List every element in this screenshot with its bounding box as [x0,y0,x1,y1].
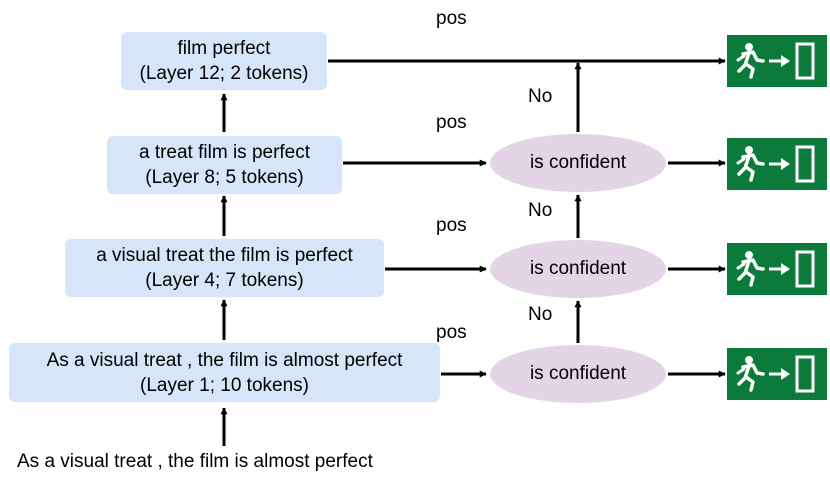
layer-box-1: As a visual treat , the film is almost p… [9,343,440,402]
emergency-exit-icon [727,138,827,190]
layer-box-8: a treat film is perfect (Layer 8; 5 toke… [107,136,342,194]
confidence-node-layer8: is confident [490,134,666,192]
no-label-bottom: No [528,304,553,325]
confidence-label: is confident [529,363,627,384]
layer-1-info: (Layer 1; 10 tokens) [140,374,309,396]
layer-box-12: film perfect (Layer 12; 2 tokens) [121,32,327,90]
pos-label-layer12: pos [436,8,467,29]
layer-8-text: a treat film is perfect [138,142,311,163]
emergency-exit-icon [727,243,827,295]
pos-label-layer8: pos [436,112,467,133]
no-label-top: No [528,86,553,107]
emergency-exit-icon [727,35,827,87]
layer-8-info: (Layer 8; 5 tokens) [145,167,304,188]
layer-1-text: As a visual treat , the film is almost p… [46,349,403,371]
confidence-label: is confident [529,152,627,173]
pos-label-layer1: pos [436,322,467,343]
input-text: As a visual treat , the film is almost p… [17,451,373,472]
confidence-node-layer4: is confident [490,240,666,298]
layer-4-text: a visual treat the film is perfect [96,245,353,266]
emergency-exit-icon [727,348,827,400]
layer-box-4: a visual treat the film is perfect (Laye… [65,239,384,297]
pos-label-layer4: pos [436,215,467,236]
no-label-middle: No [528,200,553,221]
layer-4-info: (Layer 4; 7 tokens) [145,270,304,291]
confidence-label: is confident [529,258,627,279]
confidence-node-layer1: is confident [490,345,666,403]
layer-12-info: (Layer 12; 2 tokens) [139,63,309,84]
layer-12-text: film perfect [177,38,271,59]
